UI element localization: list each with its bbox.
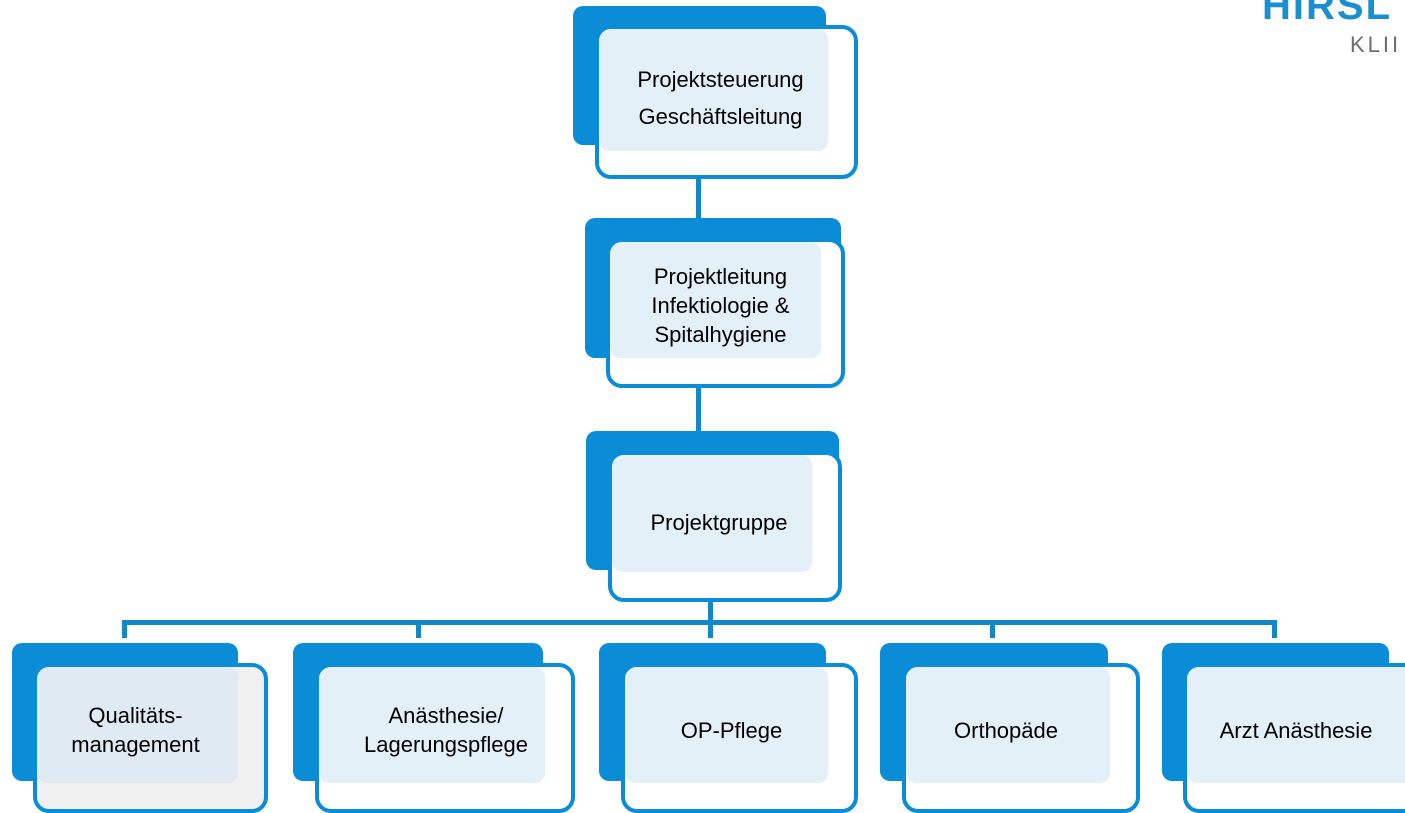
node-front-box: Arzt Anästhesie bbox=[1183, 663, 1405, 813]
node-front-box: Anästhesie/ Lagerungspflege bbox=[315, 663, 575, 813]
node-member-orthopaede: Orthopäde bbox=[880, 643, 1140, 813]
connector-drop-orthopaede bbox=[990, 620, 995, 638]
node-label: Projektsteuerung Geschäftsleitung bbox=[637, 67, 804, 129]
node-member-qualitaetsmanagement: Qualitäts- management bbox=[12, 643, 270, 813]
node-label: Arzt Anästhesie bbox=[1219, 717, 1373, 743]
node-label: Anästhesie/ Lagerungspflege bbox=[364, 703, 528, 757]
node-front-box: Projektleitung Infektiologie & Spitalhyg… bbox=[606, 238, 845, 388]
node-projektleitung: Projektleitung Infektiologie & Spitalhyg… bbox=[585, 218, 845, 390]
connector-steuerung-leitung bbox=[696, 152, 701, 220]
logo-subtitle: KLII bbox=[1350, 32, 1402, 57]
node-member-anaesthesie-lagerungspflege: Anästhesie/ Lagerungspflege bbox=[293, 643, 575, 813]
connector-drop-arzt bbox=[1272, 620, 1277, 638]
node-member-op-pflege: OP-Pflege bbox=[599, 643, 858, 813]
node-member-arzt-anaesthesie: Arzt Anästhesie bbox=[1162, 643, 1405, 813]
node-front-box: OP-Pflege bbox=[621, 663, 858, 813]
node-projektgruppe: Projektgruppe bbox=[586, 431, 842, 603]
node-front-box: Projektsteuerung Geschäftsleitung bbox=[595, 25, 858, 179]
node-front-box: Orthopäde bbox=[902, 663, 1140, 813]
node-label: Orthopäde bbox=[954, 717, 1058, 743]
connector-drop-qm bbox=[122, 620, 127, 638]
node-label: Qualitäts- management bbox=[71, 703, 200, 757]
connector-horizontal-bus bbox=[122, 620, 1277, 625]
node-label: OP-Pflege bbox=[680, 717, 783, 743]
node-front-box: Qualitäts- management bbox=[33, 663, 268, 813]
node-label: Projektleitung Infektiologie & Spitalhyg… bbox=[651, 263, 790, 347]
connector-drop-op-pflege bbox=[708, 620, 713, 638]
connector-gruppe-down bbox=[708, 598, 713, 622]
logo-wordmark: HIRSL bbox=[1262, 0, 1392, 28]
node-projektsteuerung: Projektsteuerung Geschäftsleitung bbox=[573, 6, 858, 179]
node-label: Projektgruppe bbox=[650, 510, 788, 535]
connector-drop-anaesthesie bbox=[416, 620, 421, 638]
node-front-box: Projektgruppe bbox=[608, 451, 842, 602]
connector-leitung-gruppe bbox=[696, 386, 701, 436]
